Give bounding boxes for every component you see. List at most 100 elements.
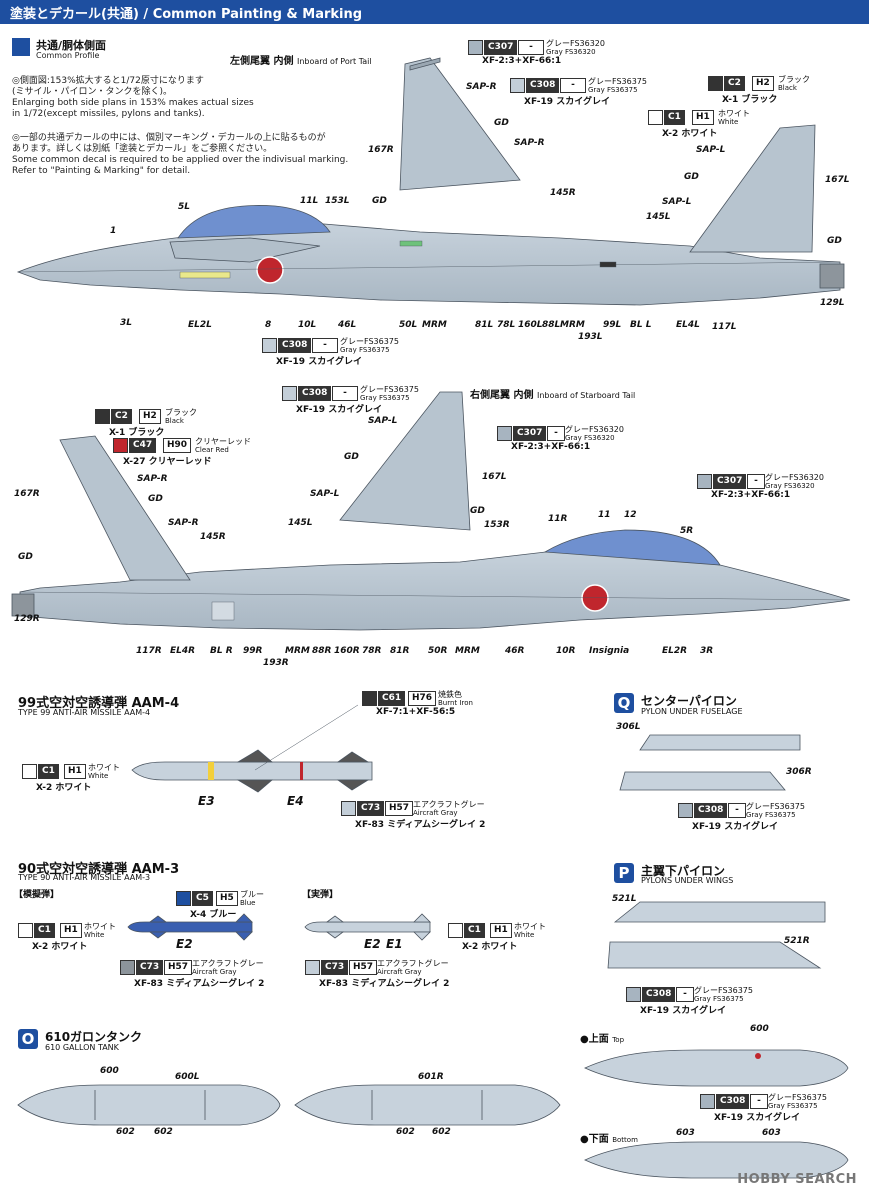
lbl-l-MRM1: MRM <box>285 646 310 656</box>
lbl-l-3R: 3R <box>700 646 714 656</box>
paint-mix: XF-19 スカイグレイ <box>276 357 363 367</box>
swatch <box>468 40 483 55</box>
lbl-l-50R: 50R <box>428 646 448 656</box>
paint-mix: XF-7:1+XF-56:5 <box>376 707 456 717</box>
paint-jp: グレーFS36375 <box>360 385 419 394</box>
paint-mix: XF-19 スカイグレイ <box>714 1113 801 1123</box>
paint-code: C307 <box>713 474 747 489</box>
lbl-521L: 521L <box>612 894 637 904</box>
lbl-E2a: E2 <box>176 937 193 951</box>
lbl-t-GD: GD <box>494 118 509 128</box>
lbl-600-a: 600 <box>100 1066 119 1076</box>
lbl-u-167L: 167L <box>825 175 850 185</box>
lbl-t-SAPL1: SAP-L <box>368 416 398 426</box>
paint-code: C73 <box>357 801 385 816</box>
lbl-602-b: 602 <box>154 1127 173 1137</box>
pylon-q <box>619 734 801 791</box>
paint-code: C307 <box>484 40 518 55</box>
page-title: 塗装とデカール(共通) / Common Painting & Marking <box>10 7 363 22</box>
lbl-u-BLL: BL L <box>630 320 652 330</box>
badge-o: O <box>18 1029 38 1049</box>
header-bar <box>0 0 869 22</box>
paint-en: Burnt Iron <box>438 699 473 707</box>
lbl-u-3L: 3L <box>120 318 132 328</box>
paint-code: C308 <box>298 386 332 401</box>
lbl-u-EL2L: EL2L <box>188 320 212 330</box>
swatch <box>95 409 110 424</box>
paint-h: - <box>312 338 338 353</box>
paint-en: Gray FS36375 <box>340 346 390 354</box>
lbl-t-GD: GD <box>344 452 359 462</box>
lbl-l-EL2R: EL2R <box>662 646 688 656</box>
paint-en: White <box>84 931 105 939</box>
swatch <box>176 891 191 906</box>
paint-h: - <box>676 987 694 1002</box>
paint-mix: XF-19 スカイグレイ <box>524 97 611 107</box>
swatch <box>113 438 128 453</box>
lbl-l-46R: 46R <box>505 646 525 656</box>
swatch <box>305 960 320 975</box>
parto-title: 610ガロンタンク <box>45 1030 143 1044</box>
lbl-u-88L: 88L <box>542 320 561 330</box>
paint-jp: 焼鉄色 <box>438 690 462 699</box>
swatch <box>341 801 356 816</box>
port-tail-inboard <box>399 57 521 191</box>
paint-en: Black <box>778 84 797 92</box>
paint-code: C308 <box>716 1094 750 1109</box>
tank-top-title: ●上面 Top <box>580 1034 625 1045</box>
paint-jp: グレーFS36375 <box>588 77 647 86</box>
lbl-t-145L: 145L <box>288 518 313 528</box>
swatch <box>700 1094 715 1109</box>
paint-h: H57 <box>349 960 378 975</box>
paint-jp: エアクラフトグレー <box>413 800 485 809</box>
paint-jp: ブルー <box>240 890 264 899</box>
lbl-u-SAPL1: SAP-L <box>696 145 726 155</box>
paint-en: Gray FS36375 <box>588 86 638 94</box>
scale-note: ◎側面図:153%拡大すると1/72原寸になります (ミサイル・パイロン・タンク… <box>12 76 254 119</box>
aam3-dummy-missile <box>127 913 253 941</box>
lbl-l-160R: 160R <box>334 646 360 656</box>
paint-en: Gray FS36375 <box>746 811 796 819</box>
paint-code: C2 <box>111 409 132 424</box>
paint-h: - <box>750 1094 768 1109</box>
aam3-title: 90式空対空誘導弾 AAM-3 <box>18 862 180 877</box>
paint-code: C5 <box>192 891 213 906</box>
pylon-p <box>607 901 826 969</box>
paint-code: C308 <box>278 338 312 353</box>
aircraft-port-profile <box>16 124 845 306</box>
lbl-l-153R: 153R <box>484 520 510 530</box>
common-subtitle: Common Profile <box>36 51 100 60</box>
swatch <box>448 923 463 938</box>
lbl-u-10L: 10L <box>298 320 317 330</box>
paint-mix: XF-19 スカイグレイ <box>296 405 383 415</box>
lbl-306L: 306L <box>616 722 641 732</box>
lbl-602-a: 602 <box>116 1127 135 1137</box>
lbl-l-78R: 78R <box>362 646 382 656</box>
lbl-l-11: 11 <box>598 510 611 520</box>
paint-h: H57 <box>385 801 414 816</box>
paint-mix: X-4 ブルー <box>190 910 237 920</box>
swatch <box>22 764 37 779</box>
paint-h: - <box>728 803 746 818</box>
lbl-603-b: 603 <box>762 1128 781 1138</box>
swatch <box>678 803 693 818</box>
paint-mix: X-2 ホワイト <box>462 942 518 952</box>
paint-h: H1 <box>64 764 86 779</box>
tanks-o <box>17 1049 849 1179</box>
lbl-u-8: 8 <box>265 320 272 330</box>
paint-mix: X-27 クリヤーレッド <box>123 457 212 467</box>
lbl-l-167R: 167R <box>14 489 40 499</box>
paint-jp: ブラック <box>165 408 197 417</box>
lbl-E1: E1 <box>386 937 403 951</box>
lbl-u-153L: 153L <box>325 196 350 206</box>
aam3-dummy-label: 【模擬弾】 <box>14 890 60 900</box>
paint-en: White <box>88 772 109 780</box>
aam3-subtitle: TYPE 90 ANTI-AIR MISSILE AAM-3 <box>18 873 151 882</box>
paint-jp: ブラック <box>778 75 810 84</box>
starboard-tail-inboard <box>339 391 471 531</box>
paint-mix: XF-19 スカイグレイ <box>640 1006 727 1016</box>
swatch <box>120 960 135 975</box>
paint-h: H90 <box>163 438 192 453</box>
lbl-u-50L: 50L <box>399 320 418 330</box>
